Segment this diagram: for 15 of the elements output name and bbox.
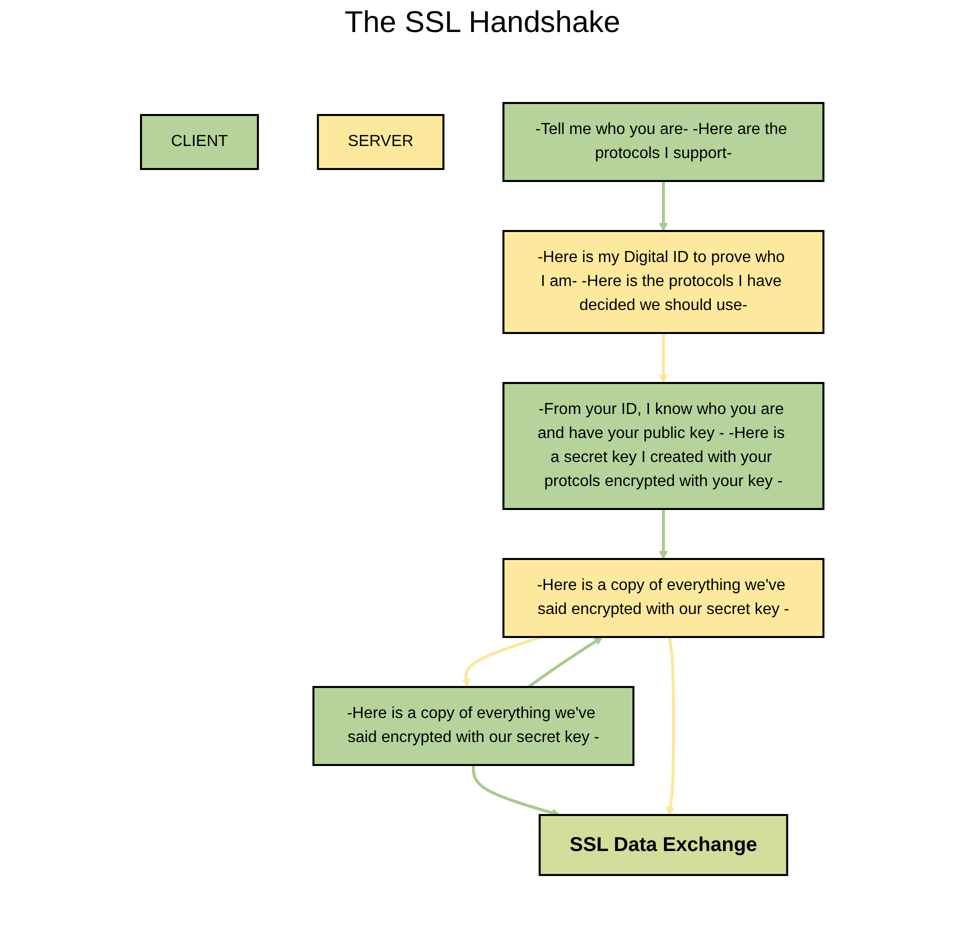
- arrow: [659, 509, 668, 560]
- node-box: -Tell me who you are- -Here are the protocols I support-: [502, 102, 825, 182]
- node-box: -Here is my Digital ID to prove who I am- -Here is the protocols I have decided we should use-: [502, 230, 825, 334]
- node-box: CLIENT: [140, 114, 260, 170]
- node-box: SERVER: [317, 114, 445, 170]
- diagram-title: The SSL Handshake: [344, 6, 622, 40]
- node-box: SSL Data Exchange: [538, 814, 788, 876]
- node-box: -Here is a copy of everything we've said encrypted with our secret key -: [312, 686, 635, 766]
- node-box: -Here is a copy of everything we've said encrypted with our secret key -: [502, 558, 825, 638]
- arrow: [659, 333, 668, 384]
- arrow: [659, 181, 668, 232]
- arrow: [528, 636, 604, 688]
- arrow: [666, 636, 676, 816]
- node-box: -From your ID, I know who you are and have your public key - -Here is a secret key I created with your protcols encrypted with your key -: [502, 382, 825, 510]
- arrow: [462, 636, 542, 688]
